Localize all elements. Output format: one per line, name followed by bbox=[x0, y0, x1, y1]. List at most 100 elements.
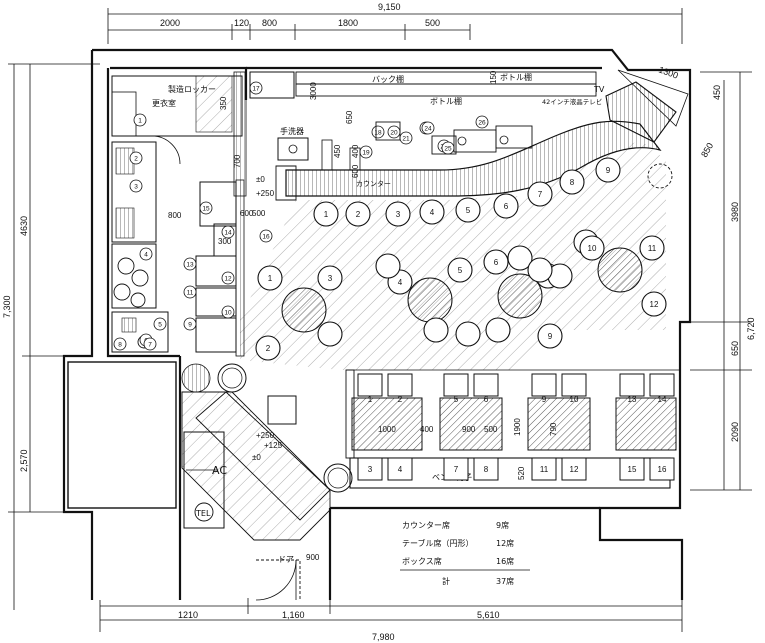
counter-seat-9-circle bbox=[595, 157, 621, 183]
legend-total-label: 計 bbox=[442, 576, 450, 586]
floor-seat-2-number: 2 bbox=[266, 344, 271, 353]
booth-seat-3-number: 3 bbox=[368, 465, 373, 474]
kitchen-item-26-number: 26 bbox=[478, 120, 486, 127]
booth-seat-8-box bbox=[473, 457, 499, 481]
floor-seat-3: 3 bbox=[317, 265, 343, 291]
interior-dim-9: ±0 bbox=[256, 175, 265, 184]
bottom-dimensions: 7,980 1210 1,160 5,610 bbox=[99, 598, 683, 642]
floor-seat-1: 1 bbox=[257, 265, 283, 291]
booth-seat-9: 9 bbox=[531, 373, 557, 404]
dim-left-overall: 7,300 bbox=[2, 295, 12, 318]
interior-dim-8: 600 bbox=[351, 164, 360, 178]
kitchen-item-9: 9 bbox=[183, 317, 197, 331]
counter-seat-4-number: 4 bbox=[430, 208, 435, 217]
kitchen-item-14-circle bbox=[221, 225, 235, 239]
liquor-shelf-label: ボトル棚 bbox=[500, 72, 532, 82]
floor-seat-6-circle bbox=[483, 249, 509, 275]
floor-seat-11-number: 11 bbox=[648, 244, 657, 253]
booth-seat-11-box bbox=[531, 457, 557, 481]
dim-right-lower: 2090 bbox=[730, 422, 740, 442]
dim-right-overall: 6,720 bbox=[746, 317, 756, 340]
tv-note: 42インチ液晶テレビ bbox=[542, 97, 602, 106]
floor-seat-5-number: 5 bbox=[458, 266, 463, 275]
hand-wash-label: 手洗器 bbox=[280, 126, 304, 136]
interior-dim-6: 450 bbox=[333, 144, 342, 158]
booth-table-3 bbox=[527, 397, 591, 451]
booth-table-4 bbox=[615, 397, 677, 451]
floor-seat-9: 9 bbox=[537, 323, 563, 349]
round-table-2 bbox=[407, 277, 453, 323]
legend-row-2-value: 12席 bbox=[496, 538, 514, 548]
kitchen-item-17-number: 17 bbox=[252, 86, 260, 93]
kitchen-item-3: 3 bbox=[129, 179, 143, 193]
floor-seat-9-number: 9 bbox=[548, 332, 553, 341]
kitchen-item-13-circle bbox=[183, 257, 197, 271]
interior-dim-19: 1900 bbox=[513, 418, 522, 436]
round-table-4 bbox=[597, 247, 643, 293]
locker-label: 製造ロッカー bbox=[168, 84, 216, 94]
booth-seat-13: 13 bbox=[619, 373, 645, 404]
floor-seat-3-number: 3 bbox=[328, 274, 333, 283]
dim-top-right: 1300 bbox=[657, 64, 679, 80]
floor-seat-outer-4 bbox=[423, 317, 449, 343]
right-dimensions: 6,720 3980 650 2090 450 850 bbox=[690, 71, 756, 491]
booth-seat-16-box bbox=[649, 457, 675, 481]
kitchen-item-21-number: 21 bbox=[402, 136, 410, 143]
counter-seat-7: 7 bbox=[527, 181, 553, 207]
legend-total-value: 37席 bbox=[496, 576, 514, 586]
booth-seat-12-box bbox=[561, 457, 587, 481]
floor-seat-outer-8 bbox=[527, 257, 553, 283]
interior-dim-22: +250 bbox=[256, 431, 275, 440]
kitchen-item-10: 10 bbox=[221, 305, 235, 319]
kitchen-item-7: 7 bbox=[143, 337, 157, 351]
kitchen-item-8-number: 8 bbox=[118, 342, 122, 349]
interior-dim-5: 700 bbox=[233, 154, 242, 168]
kitchen-item-19-number: 19 bbox=[362, 150, 370, 157]
kitchen-item-5: 5 bbox=[153, 317, 167, 331]
counter-seat-6-number: 6 bbox=[504, 202, 509, 211]
floor-seat-2-circle bbox=[255, 335, 281, 361]
floor-seat-1-circle bbox=[257, 265, 283, 291]
floor-seat-outer-2 bbox=[455, 321, 481, 347]
floor-seat-10: 10 bbox=[579, 235, 605, 261]
booth-seat-14-number: 14 bbox=[658, 395, 667, 404]
counter-seat-8-circle bbox=[559, 169, 585, 195]
kitchen-item-18-number: 18 bbox=[374, 130, 382, 137]
counter-seat-1-number: 1 bbox=[324, 210, 329, 219]
dim-top-seg-2: 120 bbox=[234, 18, 249, 28]
kitchen-item-21: 21 bbox=[399, 131, 413, 145]
tv-unit: TV 42インチ液晶テレビ bbox=[542, 69, 689, 189]
booth-seat-6-number: 6 bbox=[484, 395, 489, 404]
dim-bottom-seg-1: 1210 bbox=[178, 610, 198, 620]
round-table-1 bbox=[281, 287, 327, 333]
floor-seat-12: 12 bbox=[641, 291, 667, 317]
kitchen-item-12-number: 12 bbox=[224, 276, 232, 283]
kitchen-item-24-circle bbox=[421, 121, 435, 135]
booth-seat-3-box bbox=[357, 457, 383, 481]
interior-dim-15: 1000 bbox=[378, 425, 396, 434]
interior-dim-18: 500 bbox=[484, 425, 498, 434]
floor-seat-11: 11 bbox=[639, 235, 665, 261]
kitchen-item-15-number: 15 bbox=[202, 206, 210, 213]
floor-seat-outer-5 bbox=[507, 245, 533, 271]
legend-row-1-value: 9席 bbox=[496, 520, 509, 530]
floor-seat-5: 5 bbox=[447, 257, 473, 283]
floor-seat-outer-1 bbox=[317, 321, 343, 347]
back-bar-label: バック棚 bbox=[372, 74, 404, 84]
kitchen-item-8-circle bbox=[113, 337, 127, 351]
door-label: ドア bbox=[278, 555, 294, 564]
top-dimensions: 9,150 2000 120 800 1800 500 1300 bbox=[107, 2, 683, 81]
booth-seat-14-box bbox=[649, 373, 675, 397]
kitchen-item-13: 13 bbox=[183, 257, 197, 271]
booth-table-2 bbox=[439, 397, 503, 451]
dim-top-seg-4: 1800 bbox=[338, 18, 358, 28]
counter-seat-8-number: 8 bbox=[570, 178, 575, 187]
floor-seat-10-number: 10 bbox=[588, 244, 597, 253]
dim-top-seg-3: 800 bbox=[262, 18, 277, 28]
floor-seat-1-number: 1 bbox=[268, 274, 273, 283]
dim-right-upper: 3980 bbox=[730, 202, 740, 222]
booth-seat-8-number: 8 bbox=[484, 465, 489, 474]
counter-seat-1-circle bbox=[313, 201, 339, 227]
